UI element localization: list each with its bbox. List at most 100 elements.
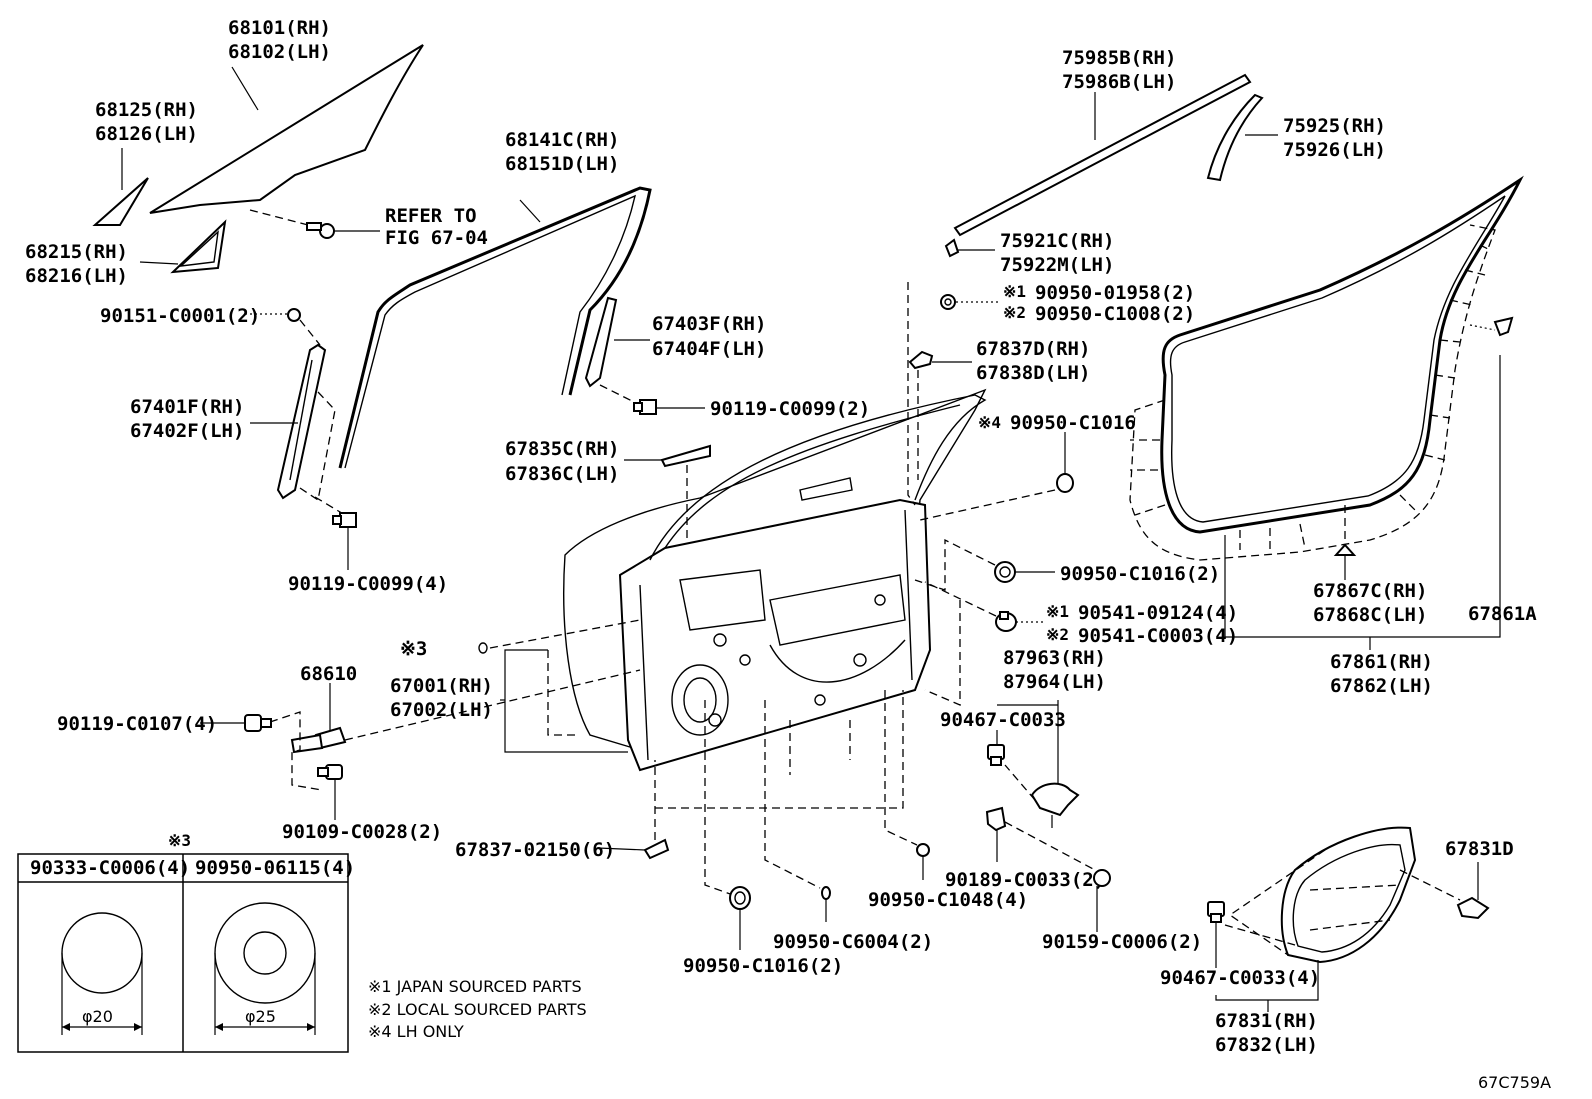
label-glass-rh: 68101(RH) xyxy=(228,17,331,39)
label-note-4-a: ※4 xyxy=(978,413,1001,432)
service-cover xyxy=(1224,826,1461,964)
speaker xyxy=(997,700,1080,828)
label-hinge: 68610 xyxy=(300,663,357,685)
label-frame-f-rh: 67401F(RH) xyxy=(130,396,244,418)
door-panel xyxy=(563,388,987,772)
label-panel-lh: 67002(LH) xyxy=(390,699,493,721)
clip-67837-02150 xyxy=(597,690,904,860)
label-pad-lh: 67836C(LH) xyxy=(505,463,619,485)
label-bolt-0028: 90109-C0028(2) xyxy=(282,821,442,843)
label-plug-c1048: 90950-C1048(4) xyxy=(868,889,1028,911)
plug-c1016-2 xyxy=(914,538,1055,591)
plug-c1016-lh xyxy=(919,432,1074,521)
label-cover-rh: 68215(RH) xyxy=(25,241,128,263)
moulding-clip xyxy=(944,238,995,258)
label-plug-c1016-2: 90950-C1016(2) xyxy=(1060,563,1220,585)
label-ws-lh: 67862(LH) xyxy=(1330,675,1433,697)
bolt-90119-c0107 xyxy=(200,714,272,732)
label-garnish-lh: 75926(LH) xyxy=(1283,139,1386,161)
bolt-90119-c0099-2 xyxy=(599,384,705,415)
label-frame-f-lh: 67402F(LH) xyxy=(130,420,244,442)
label-clip-rh: 75921C(RH) xyxy=(1000,230,1114,252)
bolt-90109-c0028 xyxy=(317,764,343,820)
label-refer: REFER TO xyxy=(385,205,477,227)
legend-japan: ※1 JAPAN SOURCED PARTS xyxy=(368,977,582,996)
label-screw-90151: 90151-C0001(2) xyxy=(100,305,260,327)
table-col2: 90950-06115(4) xyxy=(195,857,355,879)
label-garnish-rh: 75925(RH) xyxy=(1283,115,1386,137)
belt-moulding xyxy=(953,73,1252,237)
ws-clip-c xyxy=(1333,505,1357,580)
nut-90467-c0033-4 xyxy=(1207,901,1225,968)
rear-frame xyxy=(584,296,650,388)
label-glass-lh: 68102(LH) xyxy=(228,41,331,63)
figure-code: 67C759A xyxy=(1478,1073,1551,1092)
glass-run xyxy=(338,186,652,469)
legend-lh-only: ※4 LH ONLY xyxy=(368,1022,464,1041)
label-screw-c0033: 90189-C0033(2) xyxy=(945,869,1105,891)
nut-90467-c0033 xyxy=(987,730,1005,766)
label-note-1-a: ※1 xyxy=(1003,282,1026,301)
label-ws-clip-rh: 67867C(RH) xyxy=(1313,580,1427,602)
label-screw-c0006: 90159-C0006(2) xyxy=(1042,931,1202,953)
dash-guides-lower xyxy=(789,720,851,775)
label-cover-d: 67831D xyxy=(1445,838,1514,860)
label-cover-back-rh: 67831(RH) xyxy=(1215,1010,1318,1032)
door-pad xyxy=(624,444,711,540)
label-cover-lh: 68216(LH) xyxy=(25,265,128,287)
label-qglass-lh: 68126(LH) xyxy=(95,123,198,145)
label-frame-r-rh: 67403F(RH) xyxy=(652,313,766,335)
refer-bolt xyxy=(249,209,380,239)
garnish xyxy=(1206,93,1278,182)
label-plug-c1016b: 90950-C1016(2) xyxy=(683,955,843,977)
label-clip-lh: 75922M(LH) xyxy=(1000,254,1114,276)
label-mark-3: ※3 xyxy=(400,638,427,660)
label-run-rh: 68141C(RH) xyxy=(505,129,619,151)
label-ws-a: 67861A xyxy=(1468,603,1537,625)
table-mark: ※3 xyxy=(168,831,191,850)
label-mould-rh: 75985B(RH) xyxy=(1062,47,1176,69)
label-bolt-0107: 90119-C0107(4) xyxy=(57,713,217,735)
table-dia-25: φ25 xyxy=(245,1007,276,1026)
front-frame xyxy=(250,343,336,502)
screw-90189-c0033 xyxy=(985,806,1096,871)
label-mould-lh: 75986B(LH) xyxy=(1062,71,1176,93)
label-grom-c0003: 90541-C0003(4) xyxy=(1078,625,1238,647)
ws-clip-a xyxy=(1493,316,1514,337)
label-qglass-rh: 68125(RH) xyxy=(95,99,198,121)
label-refer-fig: FIG 67-04 xyxy=(385,227,488,249)
label-grom-09124: 90541-09124(4) xyxy=(1078,602,1238,624)
label-plug-c1008: 90950-C1008(2) xyxy=(1035,303,1195,325)
label-pad-rh: 67835C(RH) xyxy=(505,438,619,460)
plug-c1016-lower xyxy=(704,700,751,950)
door-glass xyxy=(149,44,424,214)
label-plug-c6004: 90950-C6004(2) xyxy=(773,931,933,953)
label-plug-1958: 90950-01958(2) xyxy=(1035,282,1195,304)
label-plug-c1016-lh: 90950-C1016 xyxy=(1010,412,1136,434)
legend-local: ※2 LOCAL SOURCED PARTS xyxy=(368,1000,587,1019)
cover-bracket xyxy=(1215,960,1319,1012)
label-bolt-0099-2: 90119-C0099(2) xyxy=(710,398,870,420)
label-spk-rh: 87963(RH) xyxy=(1003,647,1106,669)
hole-plug-table xyxy=(17,853,349,1053)
panel-bracket xyxy=(489,619,641,753)
grommet-90541 xyxy=(924,581,1045,706)
label-frame-r-lh: 67404F(LH) xyxy=(652,338,766,360)
label-seal-lh: 67838D(LH) xyxy=(976,362,1090,384)
quarter-glass xyxy=(92,148,149,226)
label-ws-rh: 67861(RH) xyxy=(1330,651,1433,673)
table-col1: 90333-C0006(4) xyxy=(30,857,190,879)
label-panel-rh: 67001(RH) xyxy=(390,675,493,697)
seal-67837d xyxy=(908,350,972,480)
label-seal-rh: 67837D(RH) xyxy=(976,338,1090,360)
label-bolt-0099-4: 90119-C0099(4) xyxy=(288,573,448,595)
plug-c1048 xyxy=(884,690,930,880)
screw-90151 xyxy=(245,308,321,346)
hinge xyxy=(269,669,641,791)
clip-67831d xyxy=(1456,862,1490,920)
label-cover-back-lh: 67832(LH) xyxy=(1215,1034,1318,1056)
label-spk-lh: 87964(LH) xyxy=(1003,671,1106,693)
label-note-1-b: ※1 xyxy=(1046,602,1069,621)
label-nut-c0033-4: 90467-C0033(4) xyxy=(1160,967,1320,989)
